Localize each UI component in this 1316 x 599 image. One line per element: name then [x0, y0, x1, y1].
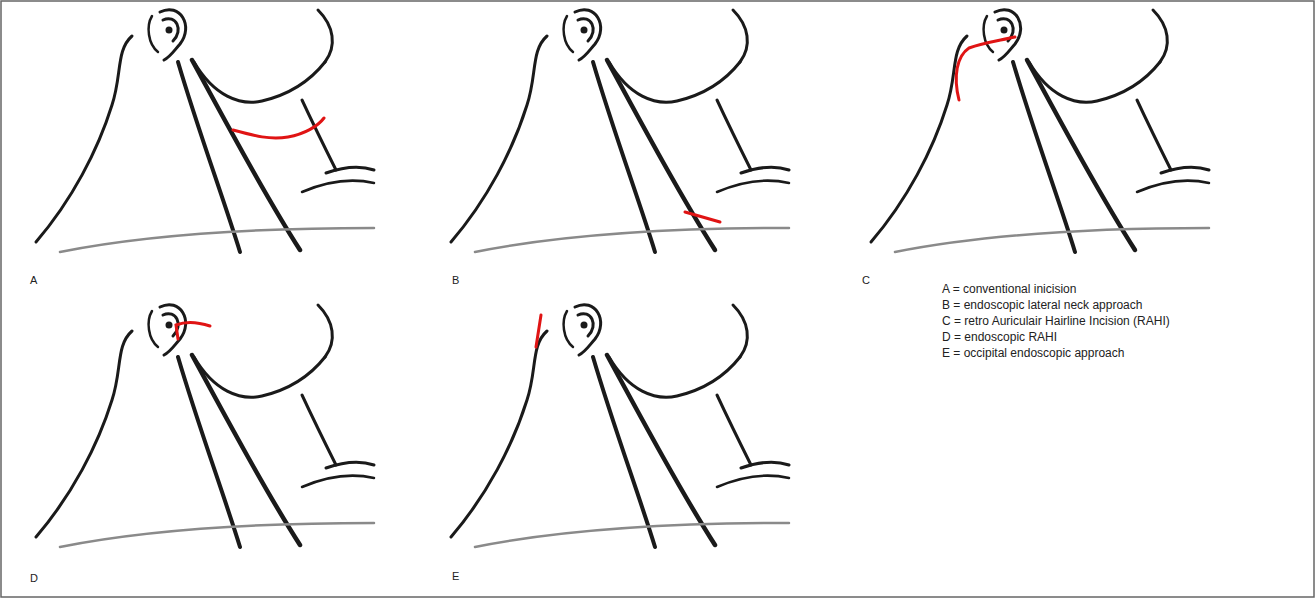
neck-sketch: [36, 305, 374, 547]
panel-letter: B: [452, 274, 459, 288]
panel-e: [451, 305, 789, 547]
panel-letter: C: [862, 274, 870, 288]
incision-line: [956, 37, 1015, 100]
panel-a: [36, 10, 374, 252]
key-text: B = endoscopic lateral neck approach: [942, 298, 1142, 313]
incision-line: [176, 322, 210, 339]
panel-d: [36, 305, 374, 547]
incision-line: [233, 118, 324, 138]
incision-line: [685, 212, 720, 222]
key-text: D = endoscopic RAHI: [942, 330, 1057, 345]
incision-line: [536, 315, 541, 347]
key-text: C = retro Auriculair Hairline Incision (…: [942, 314, 1170, 329]
panel-b: [451, 10, 789, 252]
neck-sketch: [871, 10, 1209, 252]
panel-letter: A: [30, 274, 37, 288]
neck-sketch: [451, 10, 789, 252]
panel-c: [871, 10, 1209, 252]
neck-sketch: [36, 10, 374, 252]
key-text: E = occipital endoscopic approach: [942, 346, 1124, 361]
panel-letter: E: [452, 570, 459, 584]
neck-sketch: [451, 305, 789, 547]
key-text: A = conventional inicision: [942, 282, 1076, 297]
panel-letter: D: [30, 572, 38, 586]
